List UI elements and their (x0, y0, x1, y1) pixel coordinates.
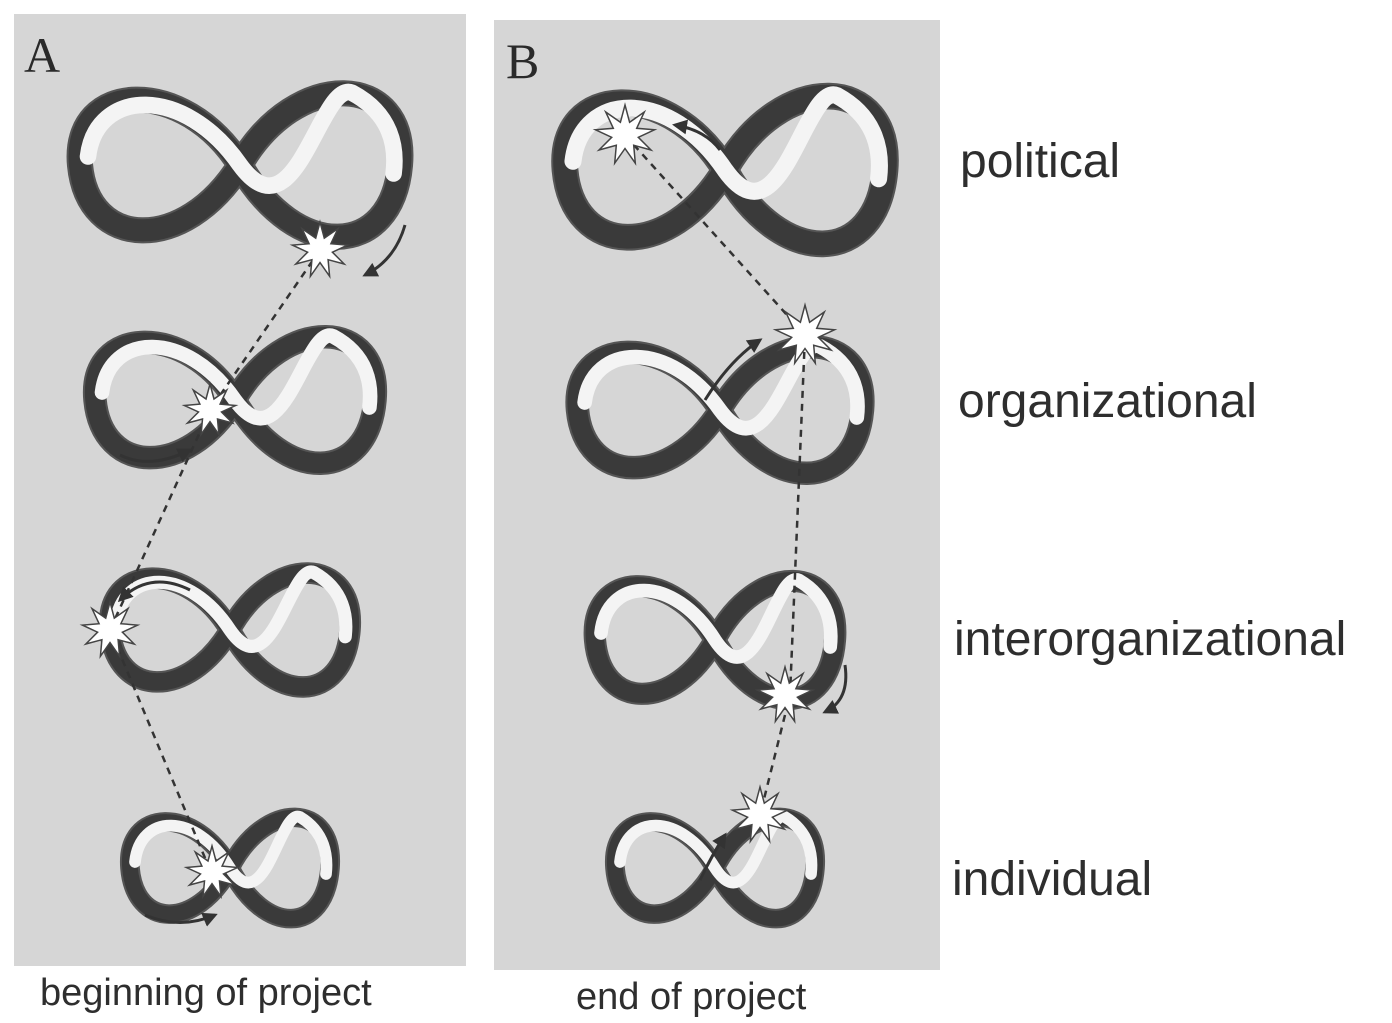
panel-b-loop-political (551, 82, 899, 258)
panel-letter-a: A (24, 27, 61, 83)
level-label-interorganizational: interorganizational (954, 613, 1347, 666)
panel-b-dashed-path (624, 134, 807, 816)
panel-a-star-organizational (181, 381, 239, 438)
panel-a-arrow-individual (144, 912, 218, 927)
panel-b-star-political (592, 102, 658, 166)
panel-a-star-political (289, 219, 351, 280)
panel-a-star-interorganizational (79, 599, 141, 660)
level-label-organizational: organizational (958, 375, 1257, 428)
panel-a-dashed-path (108, 249, 322, 871)
panel-b-star-individual (729, 784, 791, 845)
panel-a-loop-interorganizational (99, 562, 361, 698)
level-label-political: political (960, 135, 1121, 188)
panel-b-loop-organizational (565, 335, 875, 485)
panel-a-arrow-interorganizational (117, 580, 191, 603)
panel-b-loop-individual (605, 807, 825, 929)
panel-b-star-organizational (772, 302, 838, 366)
panel-a-loop-political (66, 80, 414, 250)
panel-a-loop-organizational (83, 325, 387, 475)
panel-letter-b: B (506, 33, 540, 89)
panel-b-star-interorganizational (754, 664, 816, 725)
panel-b-arrow-interorganizational (822, 664, 848, 714)
panel-a-arrow-political (362, 224, 407, 277)
panel-b-arrow-political (672, 119, 722, 151)
panel-b-arrow-individual (698, 832, 727, 881)
caption-end: end of project (576, 976, 807, 1018)
panel-b-arrow-organizational (703, 338, 763, 401)
level-label-individual: individual (952, 853, 1153, 906)
caption-beginning: beginning of project (40, 972, 372, 1014)
panel-a-star-individual (183, 843, 241, 900)
panel-a-arrow-organizational (119, 448, 193, 463)
